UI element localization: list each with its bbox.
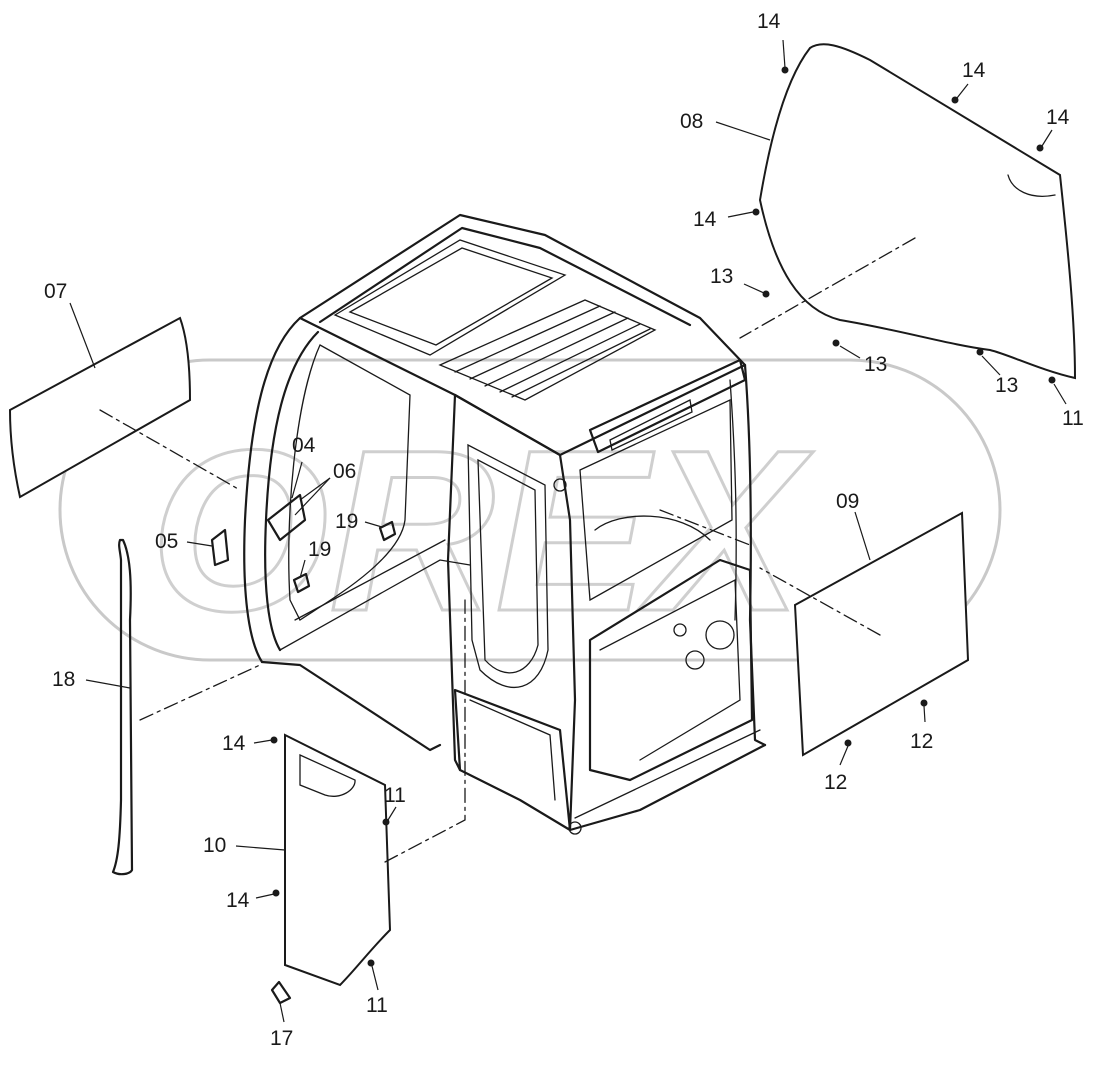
cab-frame <box>243 213 767 835</box>
callout-19: 19 <box>308 538 331 561</box>
callout-12: 12 <box>910 730 933 753</box>
callout-13: 13 <box>710 265 733 288</box>
callout-12: 12 <box>824 771 847 794</box>
part-05 <box>210 528 230 567</box>
clip-19-a <box>378 520 397 542</box>
clip-17 <box>270 980 292 1005</box>
callout-11: 11 <box>366 994 388 1017</box>
callout-14: 14 <box>1046 106 1070 129</box>
callout-06: 06 <box>333 460 356 483</box>
glass-panel-10-inner <box>299 753 356 797</box>
center-lines <box>99 237 916 863</box>
glass-panel-10 <box>284 733 392 987</box>
bracket-04 <box>266 493 307 542</box>
callout-14: 14 <box>693 208 717 231</box>
callout-14: 14 <box>962 59 986 82</box>
callout-05: 05 <box>155 530 178 553</box>
glass-panel-08-notch <box>1007 174 1056 197</box>
callout-07: 07 <box>44 280 67 303</box>
fastener-markers <box>270 66 1056 967</box>
clip-19-b <box>292 572 311 594</box>
watermark-text: OREX <box>150 402 813 659</box>
callout-14: 14 <box>226 889 250 912</box>
callout-18: 18 <box>52 668 75 691</box>
glass-panel-07 <box>8 316 192 499</box>
callout-11: 11 <box>384 784 406 807</box>
callout-09: 09 <box>836 490 859 513</box>
callout-14: 14 <box>222 732 246 755</box>
glass-panel-09 <box>793 511 970 757</box>
callout-13: 13 <box>864 353 887 376</box>
watermark: OREX <box>58 358 1002 662</box>
leader-lines <box>69 39 1067 1023</box>
glass-panel-08 <box>758 43 1077 380</box>
callout-13: 13 <box>995 374 1018 397</box>
callout-14: 14 <box>757 10 781 33</box>
callout-11: 11 <box>1062 407 1084 430</box>
seal-strip-18 <box>111 538 134 876</box>
callout-10: 10 <box>203 834 226 857</box>
callout-08: 08 <box>680 110 703 133</box>
callout-04: 04 <box>292 434 316 457</box>
callout-17: 17 <box>270 1027 293 1050</box>
callout-19: 19 <box>335 510 358 533</box>
callout-labels: 14 14 14 08 14 13 13 13 11 07 04 06 19 0… <box>44 10 1084 1050</box>
